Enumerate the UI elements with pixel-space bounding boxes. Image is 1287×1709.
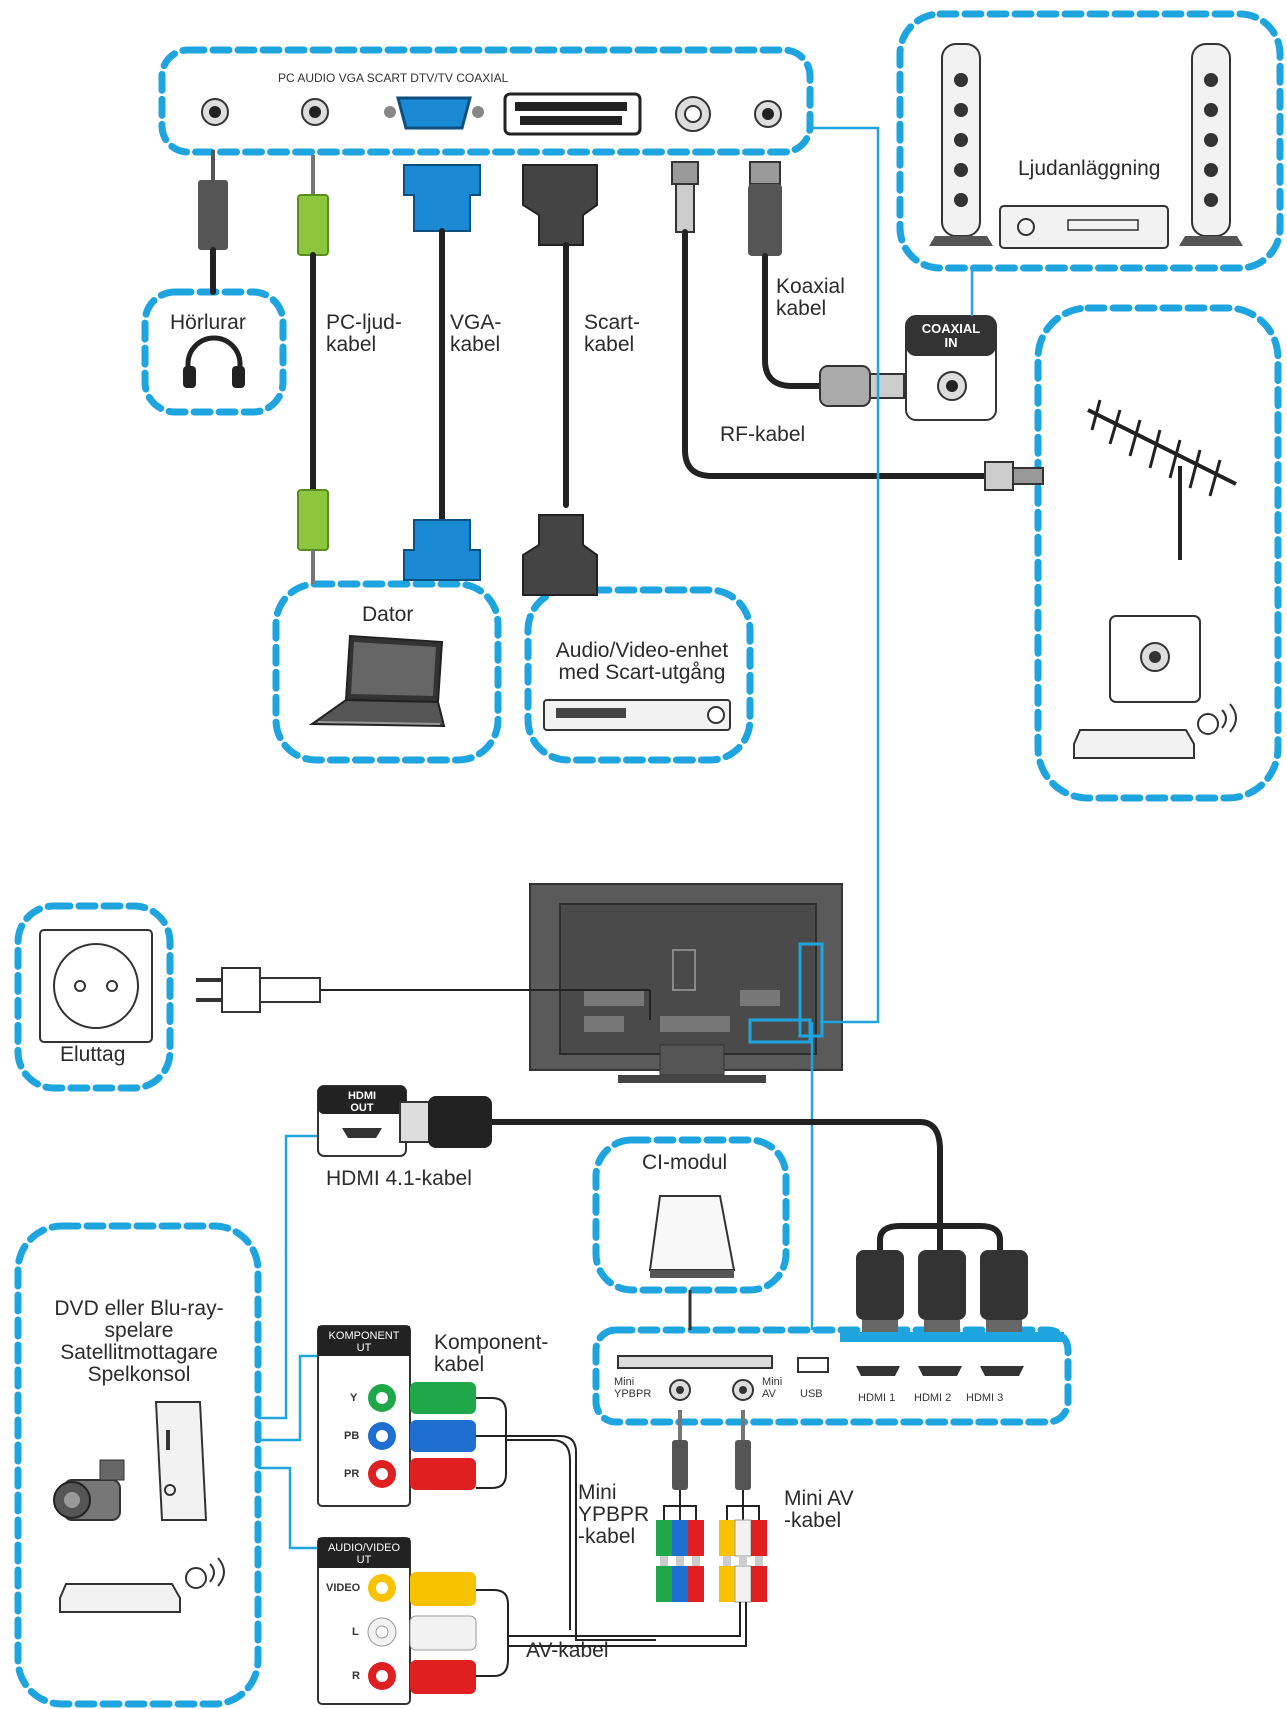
sources-outline	[14, 1222, 262, 1708]
pc-audio-cable-label: PC-ljud- kabel	[326, 311, 402, 356]
vga-port	[396, 96, 472, 130]
side-hdmi2-label: HDMI 2	[914, 1392, 952, 1404]
headphone-plug	[198, 150, 228, 295]
coaxial-cable-label: Koaxial kabel	[776, 275, 845, 320]
antenna-outline	[1034, 304, 1282, 802]
ci-module-label: CI-modul	[642, 1151, 728, 1174]
top-panel-header: PC AUDIO VGA SCART DTV/TV COAXIAL	[278, 71, 509, 85]
computer-outline	[272, 580, 502, 764]
rf-cable-label: RF-kabel	[720, 423, 806, 446]
blue-guide-lines	[258, 126, 880, 1550]
side-hdmi3-label: HDMI 3	[966, 1392, 1004, 1404]
audio-video-ut-panel	[317, 1537, 411, 1705]
coaxial-in-label: COAXIAL IN	[921, 321, 981, 350]
tv-back	[529, 883, 843, 1083]
laptop-icon	[308, 634, 446, 728]
power-cable	[196, 967, 651, 1020]
headphones-label: Hörlurar	[170, 311, 246, 334]
scart-device-outline	[524, 586, 754, 764]
sound-system-label: Ljudanläggning	[1018, 157, 1161, 180]
ci-module-card	[648, 1195, 736, 1278]
sources-receiver-icon	[59, 1557, 225, 1613]
side-usb-label: USB	[800, 1388, 823, 1400]
headphones-outline	[141, 288, 287, 416]
port-l-label: L	[352, 1626, 359, 1638]
port-pb-label: PB	[344, 1430, 360, 1442]
hdmi-out-box	[317, 1085, 407, 1157]
scart-port	[503, 92, 642, 136]
scart-device-label: Audio/Video-enhet med Scart-utgång	[555, 639, 729, 684]
antenna-icon	[1087, 399, 1237, 560]
side-mini-av-label: Mini AV	[762, 1376, 783, 1400]
port-video-label: VIDEO	[326, 1582, 361, 1594]
komponent-ut-panel	[317, 1325, 411, 1507]
camcorder-icon	[53, 1459, 125, 1521]
mini-ypbpr-cable-label: Mini YPBPR -kabel	[578, 1481, 650, 1548]
komponent-ut-label: KOMPONENT UT	[328, 1330, 400, 1354]
hdmi-plugs	[840, 1250, 1064, 1342]
coaxial-in-box	[905, 268, 997, 421]
port-pr-label: PR	[344, 1468, 360, 1480]
audio-video-ut-label: AUDIO/VIDEO UT	[327, 1542, 401, 1566]
scart-cable	[522, 164, 598, 596]
av-cable-label: AV-kabel	[526, 1639, 609, 1662]
sound-system-outline	[896, 10, 1284, 272]
sources-label: DVD eller Blu-ray- spelare Satellitmotta…	[54, 1297, 224, 1386]
game-console-icon	[154, 1401, 208, 1521]
headphones-icon	[183, 335, 245, 388]
vga-cable	[403, 164, 481, 581]
scart-device-illustration	[543, 699, 731, 731]
antenna-wall-socket	[1109, 615, 1201, 703]
component-cable-label: Komponent- kabel	[434, 1331, 549, 1376]
sound-system-illustration	[929, 43, 1243, 249]
mini-av-cable-label: Mini AV -kabel	[784, 1487, 854, 1532]
computer-label: Dator	[362, 603, 414, 626]
outlet-outline	[14, 902, 174, 1092]
satellite-receiver-icon	[1073, 703, 1237, 759]
rf-cable	[671, 161, 1044, 491]
hdmi-cable	[399, 1096, 1003, 1253]
pc-audio-cable	[297, 155, 329, 584]
outlet-label: Eluttag	[60, 1043, 126, 1066]
scart-cable-label: Scart- kabel	[584, 311, 641, 356]
mini-ypbpr-cable	[656, 1410, 704, 1602]
outlet-icon	[39, 929, 153, 1043]
hdmi-cable-label: HDMI 4.1-kabel	[326, 1167, 472, 1190]
vga-cable-label: VGA- kabel	[450, 311, 502, 356]
side-hdmi1-label: HDMI 1	[858, 1392, 896, 1404]
av-plugs	[409, 1572, 747, 1694]
component-plugs	[410, 1382, 656, 1641]
port-r-label: R	[352, 1670, 360, 1682]
side-ports	[617, 1355, 1024, 1401]
side-port-panel-outline	[592, 1326, 1072, 1426]
port-y-label: Y	[350, 1392, 358, 1404]
mini-av-cable	[719, 1410, 767, 1603]
coax-cable	[748, 161, 905, 407]
hdmi-out-label: HDMI OUT	[347, 1090, 377, 1114]
top-port-panel-outline	[158, 46, 814, 156]
top-panel-ports	[201, 92, 782, 136]
side-mini-ypbpr-label: Mini YPBPR	[614, 1376, 652, 1400]
